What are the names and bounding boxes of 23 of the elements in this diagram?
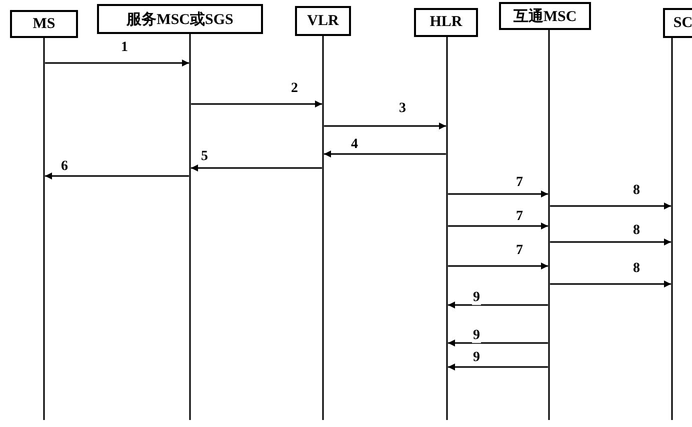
message-arrow [550, 238, 671, 246]
participant-box: VLR [295, 6, 351, 36]
participant-box: 互通MSC [499, 2, 591, 30]
message-arrow [324, 150, 446, 158]
message-arrow [550, 202, 671, 210]
message-arrow [191, 164, 322, 172]
participant-box: SC [663, 8, 692, 38]
message-arrow [191, 100, 322, 108]
participant-box: HLR [414, 8, 478, 37]
message-arrow [45, 172, 189, 180]
participant-box: 服务MSC或SGS [97, 4, 263, 34]
participant-box: MS [10, 10, 78, 38]
message-arrow [45, 60, 189, 66]
message-arrow [448, 340, 548, 346]
message-number: 9 [472, 291, 481, 305]
message-arrow [448, 302, 548, 308]
message-arrow [448, 364, 548, 370]
message-arrow [324, 122, 446, 130]
message-arrow [448, 222, 548, 230]
message-arrow [550, 280, 671, 288]
message-arrow [448, 262, 548, 270]
message-arrow [448, 190, 548, 198]
message-number: 9 [472, 329, 481, 343]
